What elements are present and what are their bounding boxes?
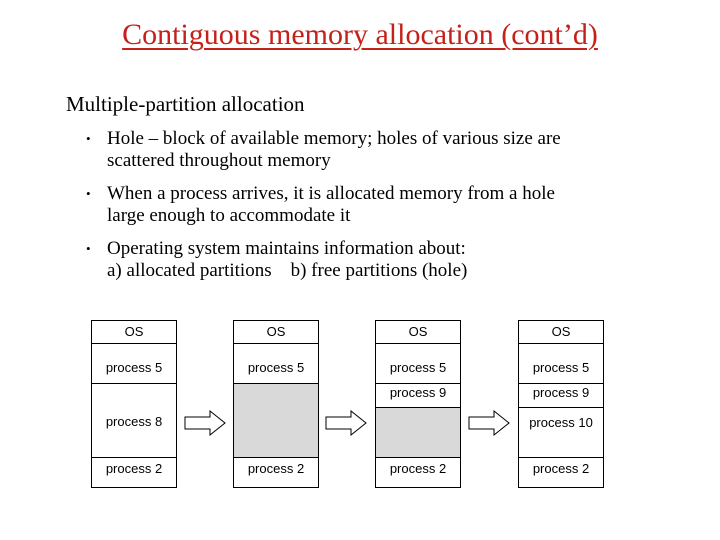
partition-divider <box>376 457 460 458</box>
partition-os-label: OS <box>266 324 286 339</box>
partition-divider <box>376 343 460 344</box>
bullet-line: a) allocated partitions b) free partitio… <box>107 260 468 281</box>
memory-block-2: OS process 5 process 2 <box>233 320 319 488</box>
partition-process5-label: process 5 <box>247 360 305 375</box>
memory-block-4: OS process 5 process 9 process 10 proces… <box>518 320 604 488</box>
bullet-text: When a process arrives, it is allocated … <box>107 183 555 227</box>
partition-divider <box>92 343 176 344</box>
right-arrow-icon <box>325 410 367 436</box>
partition-divider <box>92 383 176 384</box>
partition-divider <box>519 343 603 344</box>
bullet-text: Operating system maintains information a… <box>107 238 467 282</box>
partition-process9-label: process 9 <box>532 385 590 400</box>
partition-os-label: OS <box>551 324 571 339</box>
memory-block-3: OS process 5 process 9 process 2 <box>375 320 461 488</box>
partition-process9-label: process 9 <box>389 385 447 400</box>
partition-process8-label: process 8 <box>105 414 163 429</box>
partition-divider <box>519 457 603 458</box>
partition-process2-label: process 2 <box>247 461 305 476</box>
bullet-line: large enough to accommodate it <box>107 205 351 226</box>
partition-process5-label: process 5 <box>105 360 163 375</box>
slide-title: Contiguous memory allocation (cont’d) <box>122 18 598 51</box>
partition-divider <box>92 457 176 458</box>
bullet-line: When a process arrives, it is allocated … <box>107 183 555 204</box>
partition-divider <box>234 457 318 458</box>
bullet-dot: • <box>86 241 91 256</box>
partition-process5-label: process 5 <box>389 360 447 375</box>
partition-process10-label: process 10 <box>529 415 593 430</box>
partition-process2-label: process 2 <box>532 461 590 476</box>
bullet-dot: • <box>86 186 91 201</box>
partition-os-label: OS <box>408 324 428 339</box>
memory-block-1: OS process 5 process 8 process 2 <box>91 320 177 488</box>
bullet-text: Hole – block of available memory; holes … <box>107 128 561 172</box>
free-hole <box>376 407 460 457</box>
partition-process2-label: process 2 <box>105 461 163 476</box>
partition-divider <box>519 407 603 408</box>
partition-divider <box>376 407 460 408</box>
partition-process2-label: process 2 <box>389 461 447 476</box>
partition-divider <box>234 383 318 384</box>
bullet-line: Hole – block of available memory; holes … <box>107 128 561 149</box>
free-hole <box>234 383 318 457</box>
right-arrow-icon <box>184 410 226 436</box>
partition-process5-label: process 5 <box>532 360 590 375</box>
partition-divider <box>376 383 460 384</box>
partition-divider <box>234 343 318 344</box>
partition-os-label: OS <box>124 324 144 339</box>
bullet-line: scattered throughout memory <box>107 150 331 171</box>
bullet-dot: • <box>86 131 91 146</box>
slide-subtitle: Multiple-partition allocation <box>66 92 305 116</box>
partition-divider <box>519 383 603 384</box>
bullet-line: Operating system maintains information a… <box>107 238 466 259</box>
right-arrow-icon <box>468 410 510 436</box>
